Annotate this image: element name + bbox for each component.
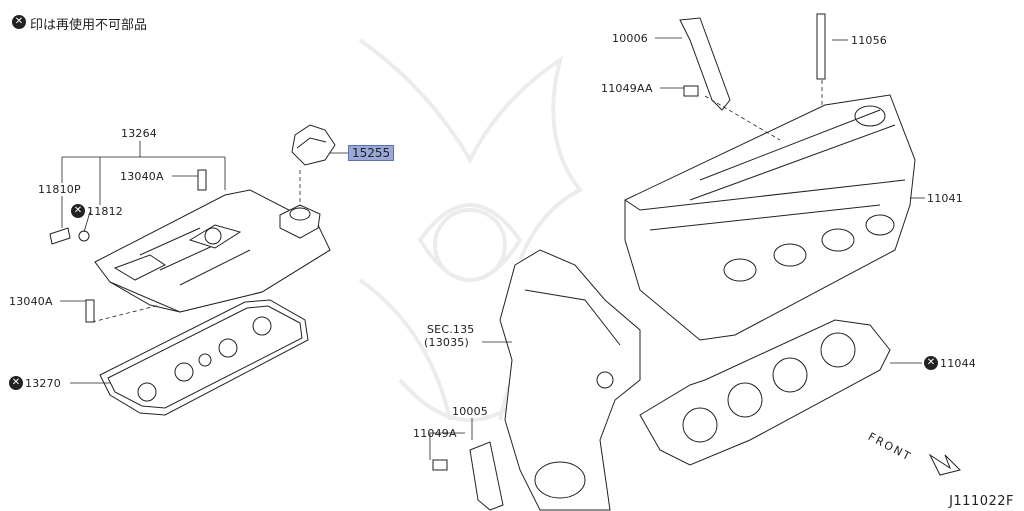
part-11044[interactable]: 11044 <box>940 357 976 370</box>
non-reusable-mark-icon: ✕ <box>9 376 23 390</box>
part-11049A[interactable]: 11049A <box>413 427 457 440</box>
part-11812[interactable]: 11812 <box>87 205 123 218</box>
part-10005[interactable]: 10005 <box>452 405 488 418</box>
non-reusable-mark-icon: ✕ <box>12 15 26 29</box>
bracket-10005 <box>469 441 504 511</box>
figure-code: J111022F <box>949 494 1014 509</box>
oil-filler-cap <box>289 124 336 221</box>
part-13270[interactable]: 13270 <box>25 377 61 390</box>
part-13040A-top[interactable]: 13040A <box>120 170 164 183</box>
timing-cover <box>499 249 641 511</box>
valve-cover-gasket <box>99 299 309 416</box>
section-13035[interactable]: (13035) <box>424 336 469 349</box>
bolts <box>49 13 826 471</box>
cylinder-head <box>624 94 916 341</box>
part-10006[interactable]: 10006 <box>612 32 648 45</box>
head-gasket <box>639 319 891 466</box>
valve-cover <box>94 189 331 313</box>
part-11810P[interactable]: 11810P <box>38 183 81 196</box>
legend-text: 印は再使用不可部品 <box>30 18 148 33</box>
part-11056[interactable]: 11056 <box>851 34 887 47</box>
non-reusable-mark-icon: ✕ <box>924 356 938 370</box>
part-11041[interactable]: 11041 <box>927 192 963 205</box>
part-11049AA[interactable]: 11049AA <box>601 82 653 95</box>
section-135[interactable]: SEC.135 <box>427 323 475 336</box>
non-reusable-mark-icon: ✕ <box>71 204 85 218</box>
part-13040A-left[interactable]: 13040A <box>9 295 53 308</box>
leader-lines <box>60 37 925 460</box>
part-15255-highlighted[interactable]: 15255 <box>348 145 395 161</box>
bracket-10006 <box>679 17 731 111</box>
front-arrow <box>928 453 961 476</box>
part-13264[interactable]: 13264 <box>121 127 157 140</box>
